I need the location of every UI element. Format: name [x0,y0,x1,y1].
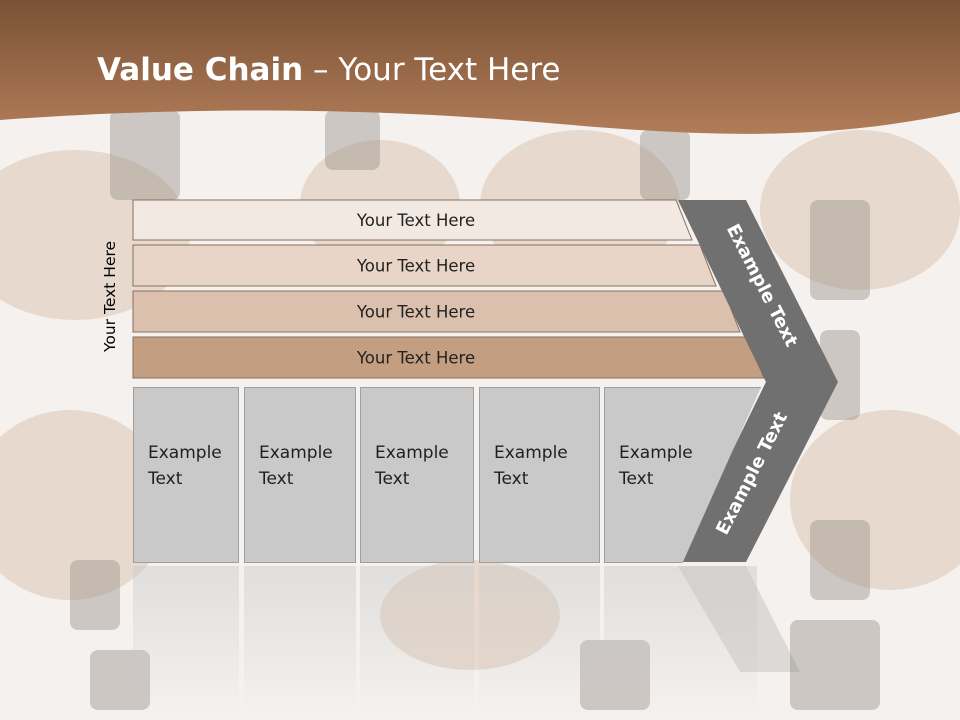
example-box-line2: Text [148,469,183,489]
example-box-line1: Example [259,443,333,463]
band-label-3: Your Text Here [356,303,475,322]
example-box-reflection [360,566,474,716]
band-3 [132,290,741,333]
example-box-reflection [133,566,239,716]
example-box-line2: Text [375,469,410,489]
band-4 [132,336,765,379]
band-2 [132,244,717,287]
example-box-line2: Text [619,469,654,489]
example-box-line1: Example [619,443,693,463]
example-box-reflection [244,566,356,716]
slide-title: Value Chain – Your Text Here [97,52,560,88]
header-band [0,0,960,134]
example-box-reflection [479,566,600,716]
band-label-1: Your Text Here [356,211,475,230]
chevron-upper [678,200,838,382]
chevron-reflection [678,566,800,672]
title-bold: Value Chain [97,52,304,88]
band-label-4: Your Text Here [356,349,475,368]
band-label-2: Your Text Here [356,257,475,276]
chevron-arrow: Example Text Example Text [678,200,838,672]
example-box-line1: Example [148,443,222,463]
title-rest: – Your Text Here [303,52,561,88]
example-box-line1: Example [494,443,568,463]
example-box-line2: Text [494,469,529,489]
chevron-lower [678,382,838,562]
example-box-line1: Example [375,443,449,463]
example-box-line2: Text [259,469,294,489]
band-1 [132,199,693,241]
example-box-reflection [604,566,757,716]
